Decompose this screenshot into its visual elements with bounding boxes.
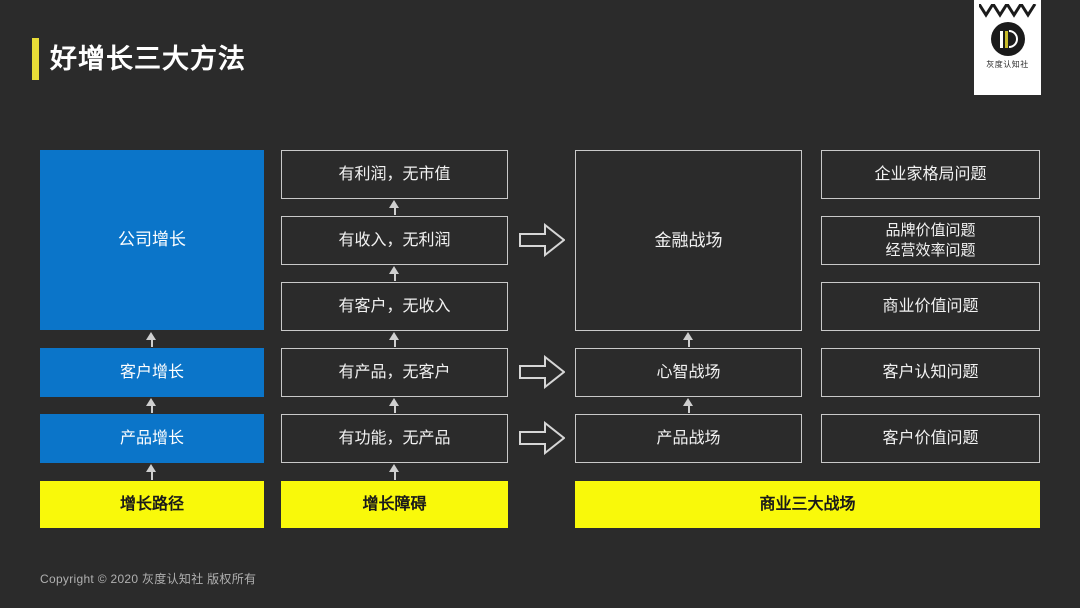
block-arrow-right-icon <box>519 355 565 389</box>
box-product-growth[interactable]: 产品增长 <box>40 414 264 463</box>
logo-text: 灰度认知社 <box>986 60 1029 69</box>
brand-logo: 灰度认知社 <box>974 0 1041 95</box>
box-company-growth[interactable]: 公司增长 <box>40 150 264 330</box>
logo-mark-icon <box>990 22 1025 56</box>
connector-arrow-up <box>146 398 157 413</box>
box-problem-2[interactable]: 品牌价值问题 经营效率问题 <box>821 216 1040 265</box>
header-growth-path[interactable]: 增长路径 <box>40 481 264 528</box>
connector-arrow-up <box>146 464 157 480</box>
connector-arrow-up <box>389 200 400 215</box>
box-problem-3[interactable]: 商业价值问题 <box>821 282 1040 331</box>
connector-arrow-up <box>389 266 400 281</box>
header-battlefields[interactable]: 商业三大战场 <box>575 481 1040 528</box>
connector-arrow-up <box>683 398 694 413</box>
box-problem-1[interactable]: 企业家格局问题 <box>821 150 1040 199</box>
connector-arrow-up <box>389 464 400 480</box>
box-obstacle-2[interactable]: 有收入，无利润 <box>281 216 508 265</box>
connector-arrow-up <box>683 332 694 347</box>
header-growth-obstacle[interactable]: 增长障碍 <box>281 481 508 528</box>
block-arrow-right-icon <box>519 223 565 257</box>
connector-arrow-up <box>389 332 400 347</box>
box-obstacle-4[interactable]: 有产品，无客户 <box>281 348 508 397</box>
page-title: 好增长三大方法 <box>50 44 246 74</box>
box-financial-battlefield[interactable]: 金融战场 <box>575 150 802 331</box>
box-product-battlefield[interactable]: 产品战场 <box>575 414 802 463</box>
connector-arrow-up <box>146 332 157 347</box>
copyright-footer: Copyright © 2020 灰度认知社 版权所有 <box>40 572 257 586</box>
connector-arrow-up <box>389 398 400 413</box>
box-customer-growth[interactable]: 客户增长 <box>40 348 264 397</box>
box-problem-5[interactable]: 客户价值问题 <box>821 414 1040 463</box>
title-accent-bar <box>32 38 39 80</box>
block-arrow-right-icon <box>519 421 565 455</box>
zigzag-icon <box>978 4 1036 18</box>
box-problem-4[interactable]: 客户认知问题 <box>821 348 1040 397</box>
box-obstacle-5[interactable]: 有功能，无产品 <box>281 414 508 463</box>
box-mind-battlefield[interactable]: 心智战场 <box>575 348 802 397</box>
box-obstacle-3[interactable]: 有客户，无收入 <box>281 282 508 331</box>
box-obstacle-1[interactable]: 有利润，无市值 <box>281 150 508 199</box>
